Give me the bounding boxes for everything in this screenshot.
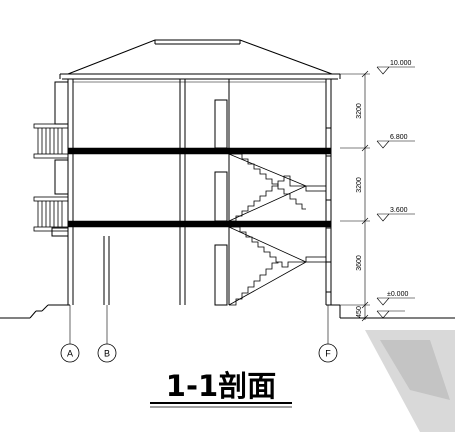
axis-bubble-a: A xyxy=(60,343,80,363)
level-text-second: 3.600 xyxy=(390,207,408,214)
level-marker-third xyxy=(376,140,415,149)
drawing-title: 1-1剖面 xyxy=(166,369,276,403)
level-marker-ground xyxy=(376,297,415,306)
axis-label-a: A xyxy=(67,349,73,359)
dimension-chain xyxy=(340,70,370,322)
right-exterior-wall xyxy=(325,79,332,305)
level-text-third: 6.800 xyxy=(390,134,408,141)
staircase-lower xyxy=(228,226,327,306)
balcony-lower xyxy=(33,196,69,232)
axis-label-b: B xyxy=(104,349,110,359)
staircase-upper xyxy=(228,153,327,222)
dimension-text-4: 450 xyxy=(356,306,363,318)
roof xyxy=(59,39,341,80)
level-marker-roof xyxy=(376,66,415,75)
axis-bubble-f: F xyxy=(318,343,338,363)
floor-slabs xyxy=(67,78,332,228)
ground-line xyxy=(0,304,455,319)
dimension-text-2: 3200 xyxy=(356,177,363,193)
left-exterior-wall xyxy=(51,79,74,305)
level-text-roof: 10.000 xyxy=(390,60,412,67)
axis-label-f: F xyxy=(325,349,331,359)
level-text-ground: ±0.000 xyxy=(387,291,408,298)
balcony-upper xyxy=(33,123,69,159)
interior-partitions xyxy=(103,79,230,306)
dimension-text-3: 3600 xyxy=(356,255,363,271)
axis-bubble-b: B xyxy=(97,343,117,363)
level-marker-second xyxy=(376,213,415,222)
corner-shading xyxy=(365,330,455,432)
level-marker-outdoor xyxy=(376,310,405,319)
axis-lines xyxy=(69,305,329,344)
dimension-text-1: 3200 xyxy=(356,103,363,119)
title-underline xyxy=(150,402,292,408)
